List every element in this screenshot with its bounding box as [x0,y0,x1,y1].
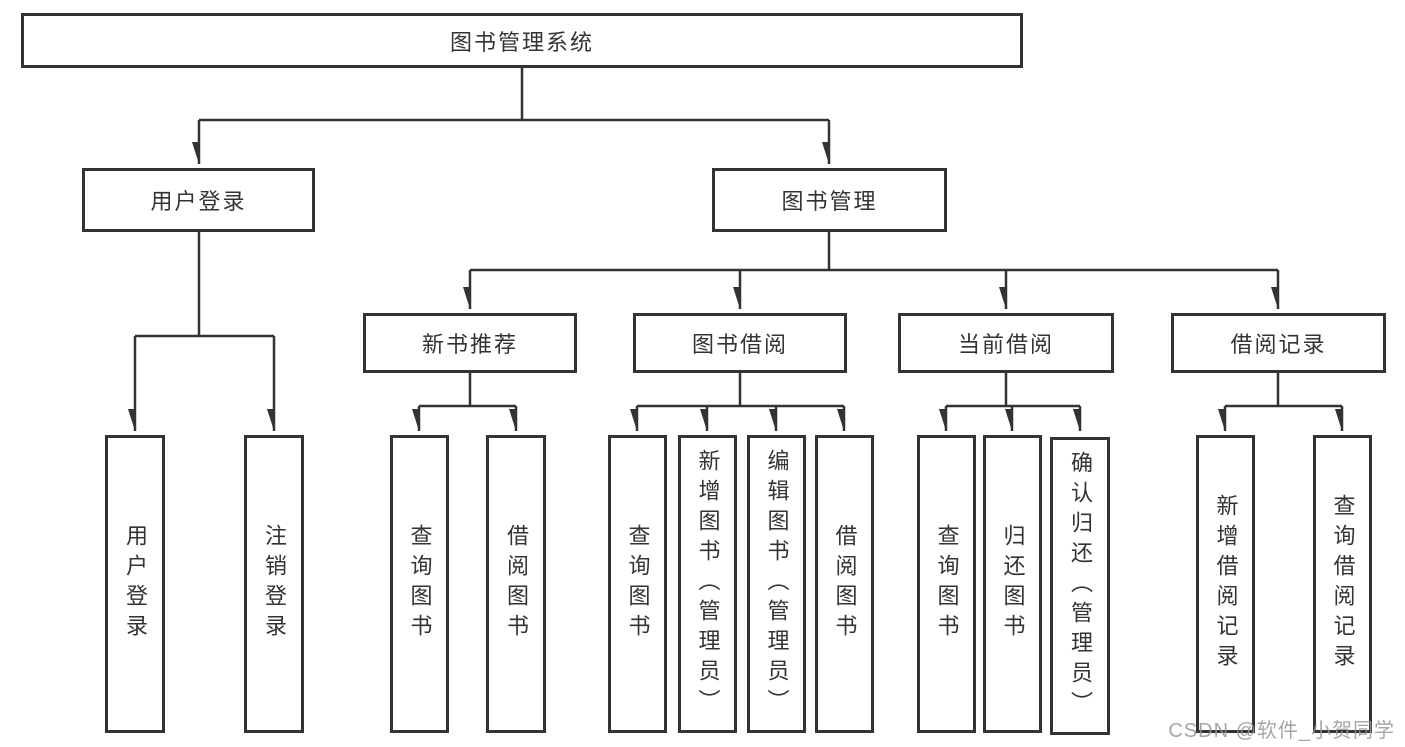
leaf-label: 借阅图书 [504,524,529,644]
node-library-management-system: 图书管理系统 [21,13,1023,68]
leaf-label: 新增借阅记录 [1213,494,1239,674]
leaf-label: 用户登录 [123,524,148,644]
leaf-newbook-borrow-books: 借阅图书 [486,435,546,733]
csdn-watermark: CSDN @软件_小贺同学 [1168,720,1395,742]
leaf-current-confirm-return-admin: 确认归还（管理员） [1050,437,1110,735]
leaf-label: 查询图书 [625,524,651,644]
node-user-login: 用户登录 [82,168,315,232]
node-label: 新书推荐 [421,332,518,357]
leaf-label: 借阅图书 [832,524,858,644]
node-label: 用户登录 [150,189,247,214]
leaf-user-login: 用户登录 [105,435,165,733]
leaf-borrow-add-books-admin: 新增图书（管理员） [678,435,737,733]
leaf-records-query-borrow-record: 查询借阅记录 [1313,435,1372,733]
leaf-label: 注销登录 [262,524,287,644]
leaf-newbook-query-books: 查询图书 [390,435,449,733]
leaf-label: 查询图书 [934,524,960,644]
leaf-label: 确认归还（管理员） [1068,451,1093,721]
leaf-logout: 注销登录 [244,435,304,733]
node-book-management: 图书管理 [712,168,947,232]
node-new-book-recommend: 新书推荐 [363,313,577,373]
leaf-borrow-query-books: 查询图书 [608,435,667,733]
leaf-label: 查询借阅记录 [1330,494,1356,674]
node-current-borrow: 当前借阅 [898,313,1114,373]
node-label: 图书管理系统 [449,29,594,55]
leaf-current-return-books: 归还图书 [983,435,1042,733]
leaf-records-add-borrow-record: 新增借阅记录 [1196,435,1255,733]
leaf-label: 编辑图书（管理员） [764,449,790,719]
node-label: 图书管理 [781,189,878,214]
leaf-label: 新增图书（管理员） [695,449,721,719]
node-label: 借阅记录 [1230,332,1327,357]
node-book-borrow: 图书借阅 [633,313,847,373]
leaf-label: 归还图书 [1000,524,1026,644]
node-borrow-records: 借阅记录 [1171,313,1386,373]
leaf-borrow-edit-books-admin: 编辑图书（管理员） [747,435,806,733]
leaf-borrow-borrow-books: 借阅图书 [815,435,874,733]
node-label: 图书借阅 [691,332,788,357]
node-label: 当前借阅 [957,332,1054,357]
leaf-label: 查询图书 [407,524,433,644]
leaf-current-query-books: 查询图书 [917,435,976,733]
